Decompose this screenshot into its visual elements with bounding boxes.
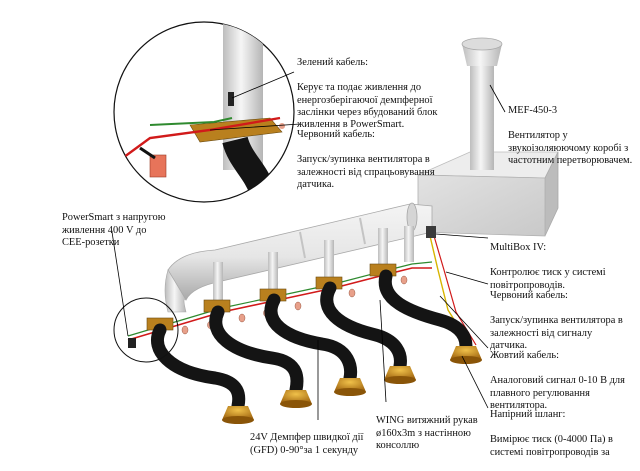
hood-1 [222,406,254,420]
wing-label: WING витяжний рукав ø160x3m з настінною … [376,403,478,465]
multibox-title: MultiBox IV: [490,242,547,254]
powersmart-inset [113,297,179,363]
red-cable-top-text: Запуск/зупинка вентилятора в залежності … [297,154,435,191]
duct-drops [213,226,414,302]
damper-text: 24V Демпфер швидкої дії (GFD) 0-90°за 1 … [250,432,364,456]
multibox-label: MultiBox IV: Контролює тиск у системі по… [490,230,606,304]
leader-lines [111,71,506,420]
green-cable-title: Зелений кабель: [297,57,368,69]
hose-5 [378,269,473,353]
fan-box-front [417,174,546,237]
fan-outlet-top [461,37,503,51]
powersmart-label: PowerSmart з напругою живлення 400 V до … [62,200,165,262]
pressure-hose-label: Напірний шланг: Вимірює тиск (0-4000 Па)… [490,397,613,471]
fan-label: MEF-450-3 Вентилятор у звукоізоляюючому … [508,93,632,180]
yellow-cable-label: Жовтий кабель: Аналоговий сигнал 0-10 В … [490,338,625,425]
hose-2 [209,305,304,397]
yellow-cable-text: Аналоговий сигнал 0-10 В для плавного ре… [490,375,625,412]
detail-inset [113,21,295,203]
hoses [151,269,473,413]
powersmart-plug [128,338,136,348]
hose-1 [151,323,246,413]
yellow-cable-title: Жовтий кабель: [490,350,559,362]
hood-3 [334,378,366,392]
fume-extraction-diagram [111,21,559,424]
green-cable-label: Зелений кабель: Керує та подає живлення … [297,45,437,144]
red-cable-right-label: Червоний кабель: Запуск/зупинка вентилят… [490,278,623,365]
red-cable-right-title: Червоний кабель: [490,290,568,302]
damper-label: 24V Демпфер швидкої дії (GFD) 0-90°за 1 … [250,420,363,470]
hood-5 [450,346,482,360]
red-cable-top-title: Червоний кабель: [297,129,375,141]
hoods [222,346,482,424]
drop-3 [324,240,334,280]
drop-2 [268,252,278,292]
multibox [426,226,436,238]
hood-2 [280,390,312,404]
hood-4 [384,366,416,380]
diagram-canvas: Зелений кабель: Керує та подає живлення … [62,21,632,458]
drop-4 [378,228,388,266]
multibox-text: Контролює тиск у системі повітропроводів… [490,267,606,291]
detail-plug [149,154,167,178]
drop-5 [404,226,414,262]
drop-1 [213,262,223,302]
fan-text: Вентилятор у звукоізоляюючому коробі з ч… [508,130,633,167]
hose-3 [264,293,358,385]
red-cable-top-label: Червоний кабель: Запуск/зупинка вентилят… [297,117,435,204]
fan-outlet-pipe [470,66,494,170]
wing-text: WING витяжний рукав ø160x3m з настінною … [376,415,478,452]
detail-damper [189,117,283,143]
red-cable-right-text: Запуск/зупинка вентилятора в залежності … [490,315,623,352]
hose-4 [320,281,407,373]
main-duct [164,202,433,313]
pressure-hose-text: Вимірює тиск (0-4000 Па) в системі повіт… [490,434,613,458]
pressure-hose-title: Напірний шланг: [490,409,566,421]
fan-unit [417,37,559,237]
fan-title: MEF-450-3 [508,105,558,117]
green-cable-text: Керує та подає живлення до енергозберіга… [297,82,438,131]
powersmart-text: PowerSmart з напругою живлення 400 V до … [62,212,166,249]
